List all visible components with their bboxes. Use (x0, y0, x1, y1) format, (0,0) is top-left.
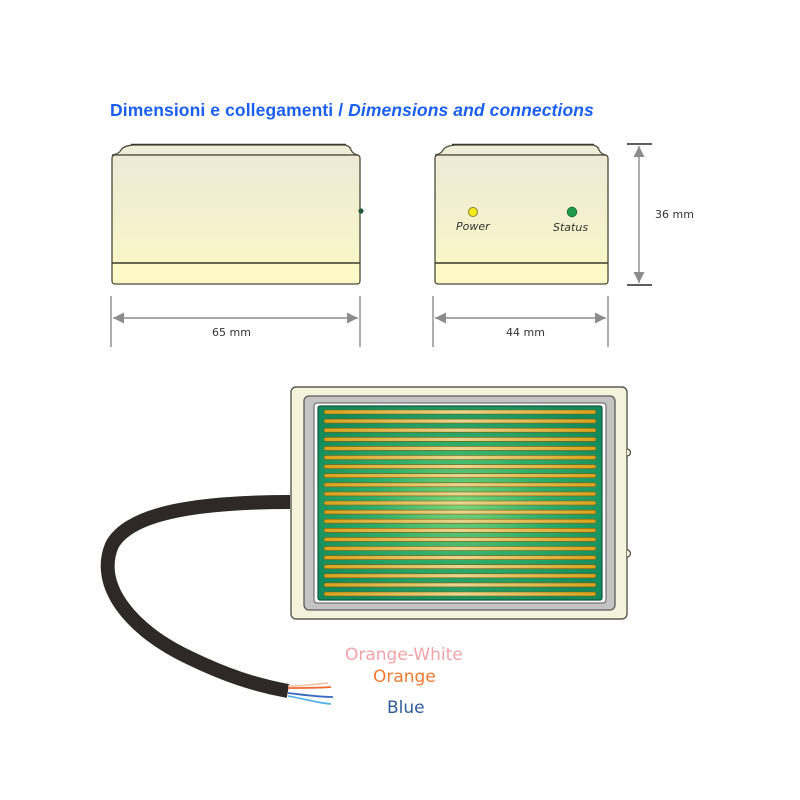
sensor-stripes (323, 409, 597, 597)
wire-blue (287, 692, 334, 698)
power-led-label: Power (456, 220, 490, 233)
sensor-top-view (290, 386, 632, 620)
power-led-icon (468, 207, 478, 217)
width-label-65: 65 mm (212, 326, 251, 339)
cable (100, 495, 334, 705)
height-dimension-36 (627, 143, 652, 286)
wire-label-blue: Blue (387, 698, 425, 718)
title-italian: Dimensioni e collegamenti / (110, 100, 344, 120)
width-dimension-65 (110, 296, 361, 347)
width-dimension-44 (432, 296, 609, 347)
side-connector-icon (358, 208, 364, 214)
wire-light-blue (287, 695, 332, 705)
status-led-icon (566, 206, 578, 218)
side-view-housing (111, 143, 364, 285)
wire-orange-white (287, 682, 329, 687)
wire-orange (287, 686, 332, 689)
width-label-44: 44 mm (506, 326, 545, 339)
front-view-housing (434, 143, 609, 285)
page-title: Dimensioni e collegamenti / Dimensions a… (110, 100, 710, 121)
connector-bump-icon (626, 448, 632, 457)
height-label-36: 36 mm (655, 208, 694, 221)
connector-bump-icon (626, 549, 632, 558)
wire-label-orange-white: Orange-White (345, 645, 463, 665)
status-led-label: Status (553, 221, 589, 234)
wire-label-orange: Orange (373, 667, 436, 687)
title-english: Dimensions and connections (348, 100, 594, 120)
